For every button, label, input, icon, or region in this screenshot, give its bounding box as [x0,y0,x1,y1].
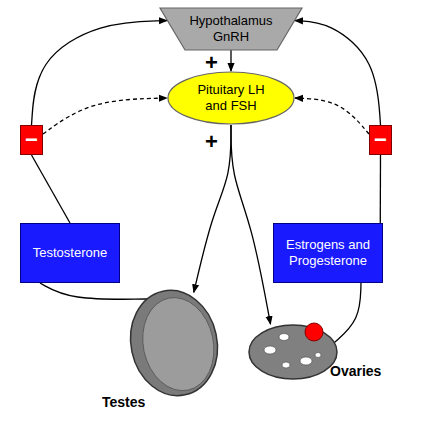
connector-line [295,21,381,125]
follicle [300,357,312,365]
ellipse-shape [168,72,294,124]
testes-body [134,291,222,397]
feedback-arrow [43,98,167,134]
connector-line [40,283,147,299]
connector-line [194,125,231,292]
connector-line [334,283,362,343]
node-text: − [371,127,391,153]
follicle [279,334,289,341]
testes-organ: Testes [129,288,219,398]
hormone-box: Testosterone [20,223,120,283]
follicle [315,353,321,358]
trapezoid-shape [160,8,302,50]
follicle [282,362,290,368]
organ-label: Ovaries [330,363,381,380]
pituitary-ellipse: Pituitary LH and FSH [167,71,295,125]
follicle [264,346,276,354]
connector-line [230,50,231,71]
ovulating-follicle [305,323,323,341]
ovary-body [249,325,337,379]
node-text: Hypothalamus GnRH [184,13,279,44]
ovaries-organ-outline [248,323,338,381]
testes-drawing [121,282,227,404]
connector-line [231,125,271,324]
connector-line [32,21,168,125]
stimulation-sign: + [205,52,218,74]
hormone-box: Estrogens and Progesterone [273,223,383,283]
ovaries-organ: Ovaries [248,323,338,381]
node-text: Estrogens and Progesterone [278,237,378,268]
node-text: − [22,127,42,153]
node-text: Pituitary LH and FSH [193,82,269,113]
connector-line [32,155,71,223]
node-text: Testosterone [23,245,117,261]
connector-line [380,155,382,223]
testes-rim [121,282,227,404]
inhibition-box: − [20,125,43,155]
hypothalamus-trapezoid: Hypothalamus GnRH [160,8,302,50]
stimulation-sign: + [205,131,218,153]
testes-organ-outline [129,288,219,398]
feedback-arrow [295,98,369,134]
organ-label: Testes [102,394,145,411]
inhibition-box: − [369,125,392,155]
